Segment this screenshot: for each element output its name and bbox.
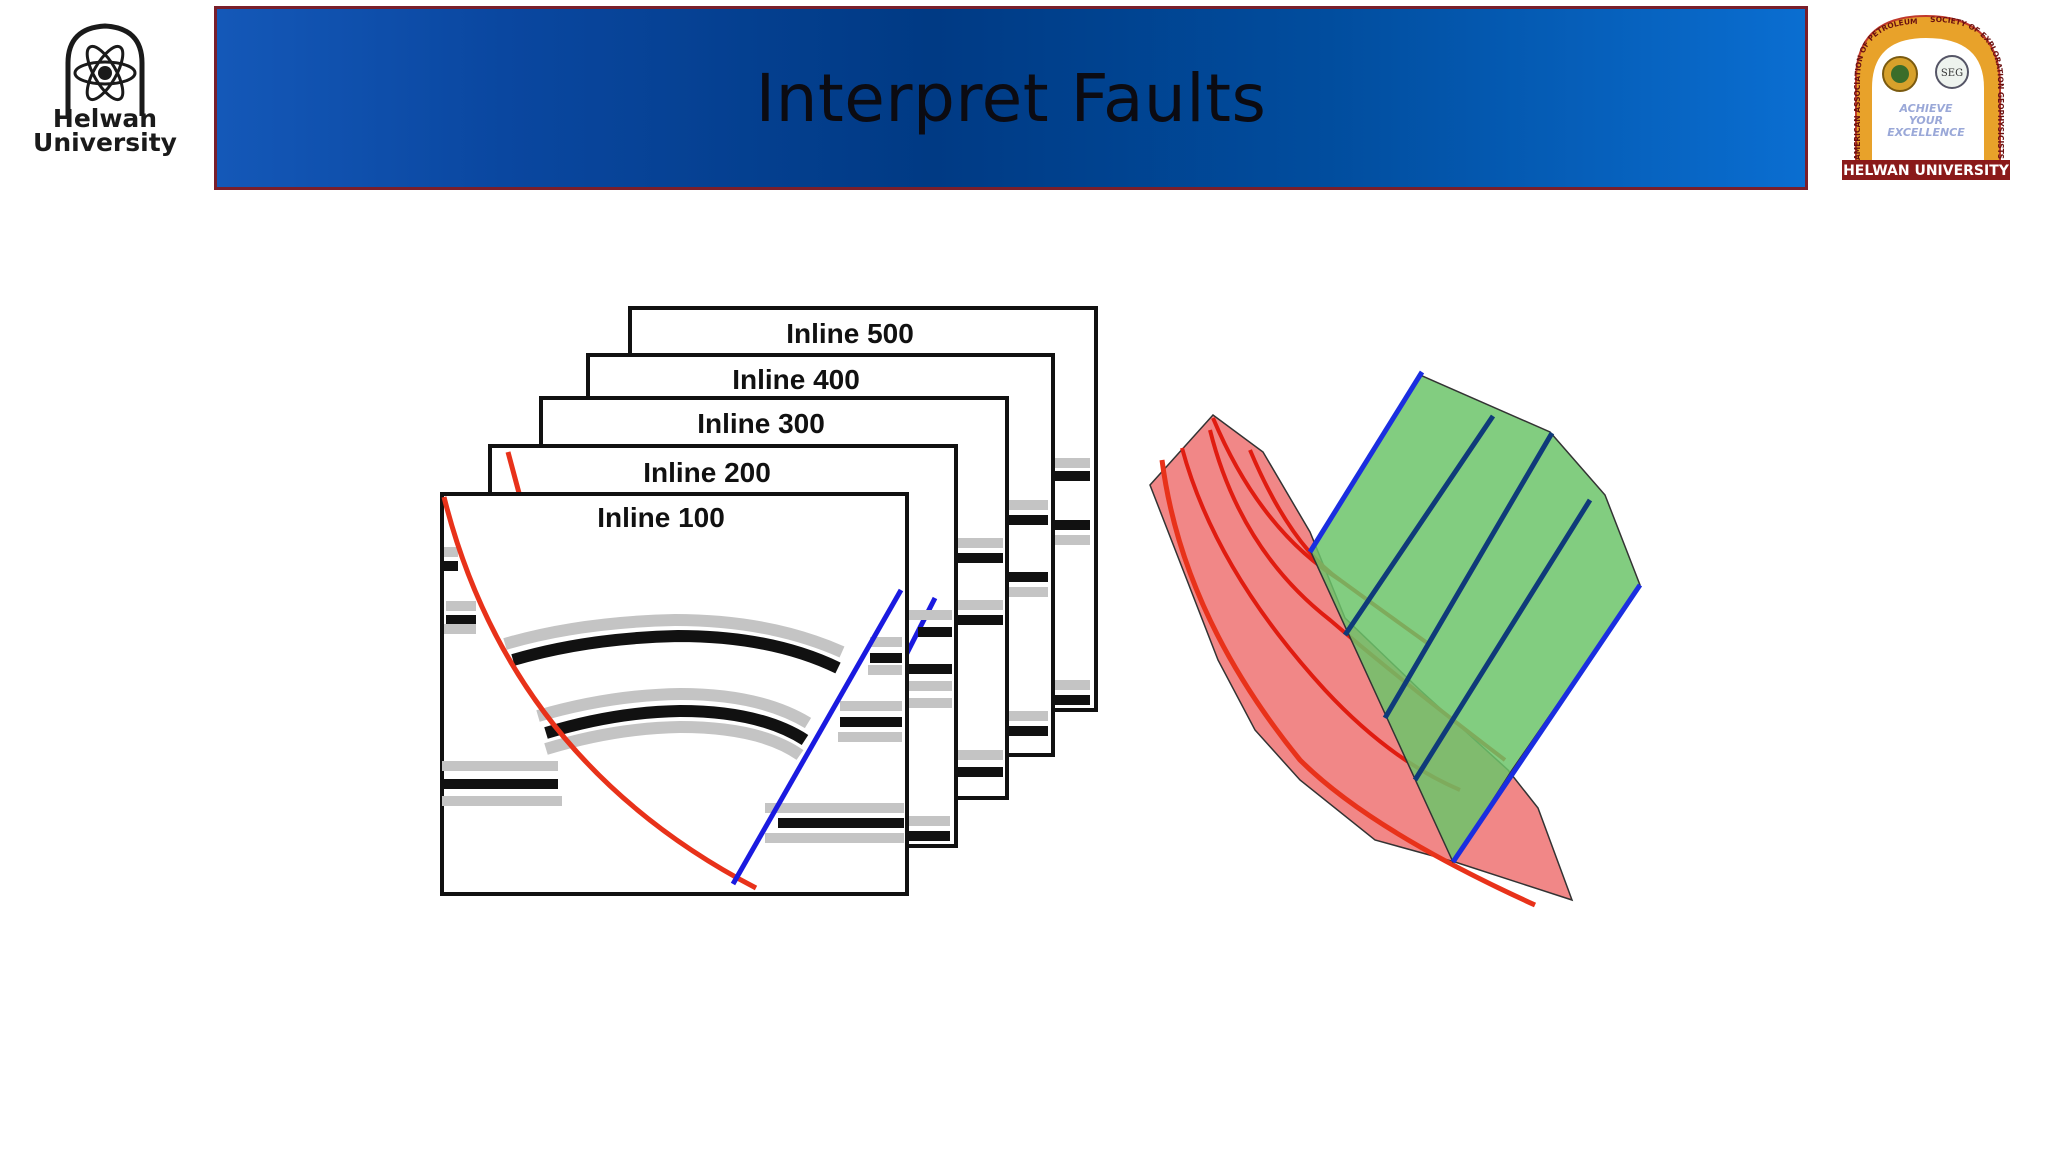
slide-title: Interpret Faults — [755, 59, 1267, 137]
logo-footer-text: HELWAN UNIVERSITY — [1843, 163, 2010, 179]
inline-200-label: Inline 200 — [643, 457, 771, 488]
inline-100-planar-fault — [730, 588, 904, 886]
inline-200-listric-fault — [505, 451, 522, 494]
inline-100-reflectors — [442, 547, 904, 843]
seg-emblem-text: SEG — [1941, 68, 1963, 79]
motto-line-2: YOUR — [1909, 114, 1943, 127]
motto-line-1: ACHIEVE — [1898, 102, 1953, 115]
inline-400-label: Inline 400 — [732, 364, 860, 395]
aapg-emblem-icon — [1882, 56, 1918, 92]
logo-text-line1: Helwan — [52, 104, 158, 133]
seg-emblem-icon: SEG — [1935, 55, 1969, 89]
inline-200-reflectors — [908, 610, 952, 841]
inline-500-label: Inline 500 — [786, 318, 914, 349]
inline-100-section: Inline 100 — [440, 492, 909, 896]
helwan-university-logo: Helwan University — [20, 18, 190, 168]
aapg-seg-student-chapter-logo: AMERICAN ASSOCIATION OF PETROLEUM GEOLOG… — [1835, 3, 2014, 182]
inline-100-listric-fault — [441, 496, 758, 891]
inline-300-reflectors — [958, 538, 1003, 777]
logo-text-line2: University — [33, 128, 177, 157]
atom-emblem-icon — [65, 23, 145, 116]
inline-500-reflectors — [1055, 458, 1090, 705]
planar-fault-sticks — [1307, 370, 1643, 864]
inline-400-reflectors — [1008, 500, 1048, 736]
inline-100-label: Inline 100 — [597, 502, 725, 533]
planar-fault-surface — [1307, 370, 1643, 864]
motto-line-3: EXCELLENCE — [1887, 126, 1965, 139]
title-banner: Interpret Faults — [214, 6, 1808, 190]
inline-300-label: Inline 300 — [697, 408, 825, 439]
